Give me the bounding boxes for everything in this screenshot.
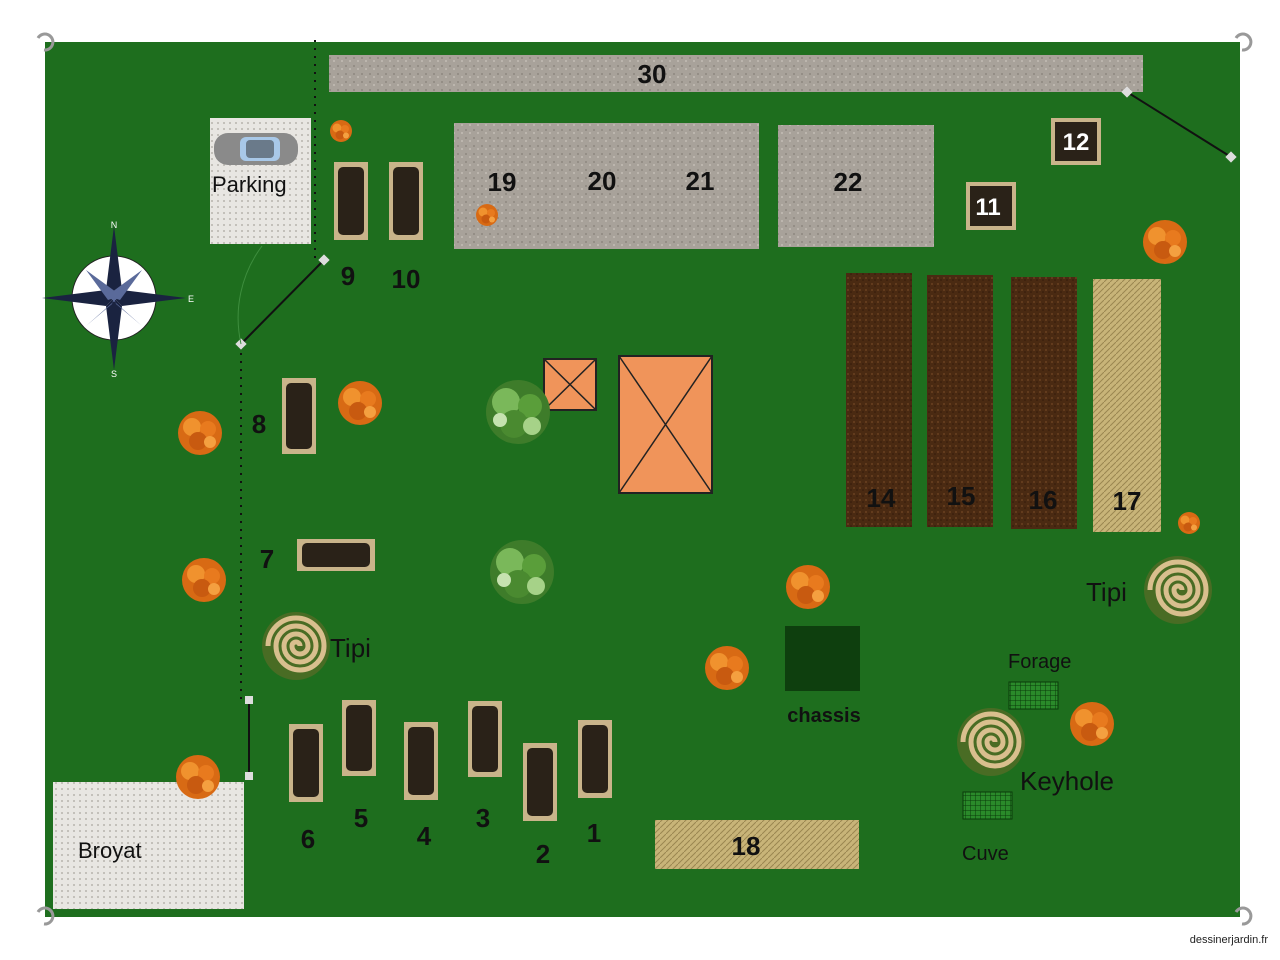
- raised-bed-10[interactable]: [389, 162, 423, 240]
- label-tipi-right: Tipi: [1086, 577, 1127, 607]
- label-9: 9: [341, 261, 355, 291]
- raised-bed-3[interactable]: [468, 701, 502, 777]
- compass-west: O: [29, 294, 36, 304]
- compass-rose-icon: [42, 226, 186, 370]
- label-11: 11: [975, 194, 1000, 221]
- label-1: 1: [587, 818, 601, 848]
- bush-icon: [1070, 702, 1114, 746]
- label-8: 8: [252, 409, 266, 439]
- label-2: 2: [536, 839, 550, 869]
- box-11[interactable]: [966, 182, 1016, 230]
- label-16: 16: [1029, 485, 1058, 515]
- bush-icon: [476, 204, 498, 226]
- car-icon: [214, 133, 298, 165]
- label-14: 14: [867, 483, 896, 513]
- broyat-area[interactable]: [53, 782, 244, 909]
- small-shed[interactable]: [543, 358, 597, 411]
- label-22: 22: [834, 167, 863, 197]
- raised-bed-6[interactable]: [289, 724, 323, 802]
- gate-top-left: [235, 245, 330, 350]
- bush-icon: [786, 565, 830, 609]
- label-chassis: chassis: [787, 705, 860, 727]
- label-19: 19: [488, 167, 517, 197]
- label-30: 30: [638, 59, 667, 89]
- tree-icon: [490, 540, 554, 604]
- label-tipi-left: Tipi: [330, 633, 371, 663]
- raised-bed-2[interactable]: [523, 743, 557, 821]
- bush-icon: [1143, 220, 1187, 264]
- label-12: 12: [1063, 129, 1090, 156]
- compass-south: S: [111, 369, 117, 379]
- raised-bed-8[interactable]: [282, 378, 316, 454]
- label-keyhole: Keyhole: [1020, 766, 1114, 796]
- label-cuve: Cuve: [962, 843, 1009, 865]
- bush-icon: [705, 646, 749, 690]
- tipi-spiral-left-icon: [262, 612, 330, 680]
- gravel-area-19-21[interactable]: [454, 123, 759, 249]
- bed-16[interactable]: [1011, 277, 1077, 529]
- label-15: 15: [947, 481, 976, 511]
- label-10: 10: [392, 264, 421, 294]
- gate-bottom-left: [245, 696, 253, 780]
- bush-icon: [338, 381, 382, 425]
- path-strip-30[interactable]: [329, 55, 1143, 92]
- compass-east: E: [188, 294, 194, 304]
- corner-handles: [36, 32, 1253, 926]
- raised-bed-4[interactable]: [404, 722, 438, 800]
- label-parking: Parking: [212, 172, 287, 197]
- compass-north: N: [111, 220, 118, 230]
- label-20: 20: [588, 166, 617, 196]
- label-4: 4: [417, 821, 432, 851]
- bush-icon: [182, 558, 226, 602]
- chassis-frame[interactable]: [785, 626, 860, 691]
- tipi-spiral-right-icon: [1144, 556, 1212, 624]
- gravel-area-22[interactable]: [778, 125, 934, 247]
- box-12[interactable]: [1051, 118, 1101, 165]
- label-7: 7: [260, 544, 274, 574]
- label-6: 6: [301, 824, 315, 854]
- tree-icon: [486, 380, 550, 444]
- raised-bed-1[interactable]: [578, 720, 612, 798]
- bush-icon: [176, 755, 220, 799]
- raised-bed-9[interactable]: [334, 162, 368, 240]
- bed-18[interactable]: [655, 820, 859, 869]
- raised-bed-7[interactable]: [297, 539, 375, 571]
- label-5: 5: [354, 803, 368, 833]
- credit-text: dessinerjardin.fr: [1189, 934, 1268, 946]
- bed-17[interactable]: [1093, 279, 1161, 532]
- label-broyat: Broyat: [78, 838, 142, 863]
- keyhole-spiral-icon: [957, 708, 1025, 776]
- bush-icon: [1178, 512, 1200, 534]
- label-17: 17: [1113, 486, 1142, 516]
- label-21: 21: [686, 166, 715, 196]
- gate-top-right: [1121, 86, 1237, 163]
- large-shed[interactable]: [618, 355, 713, 494]
- forage-grid[interactable]: [1008, 681, 1059, 710]
- bush-icon: [330, 120, 352, 142]
- label-3: 3: [476, 803, 490, 833]
- label-forage: Forage: [1008, 651, 1071, 673]
- bed-15[interactable]: [927, 275, 993, 527]
- raised-bed-5[interactable]: [342, 700, 376, 776]
- cuve-grid[interactable]: [962, 791, 1013, 820]
- bed-14[interactable]: [846, 273, 912, 527]
- label-18: 18: [732, 831, 761, 861]
- bush-icon: [178, 411, 222, 455]
